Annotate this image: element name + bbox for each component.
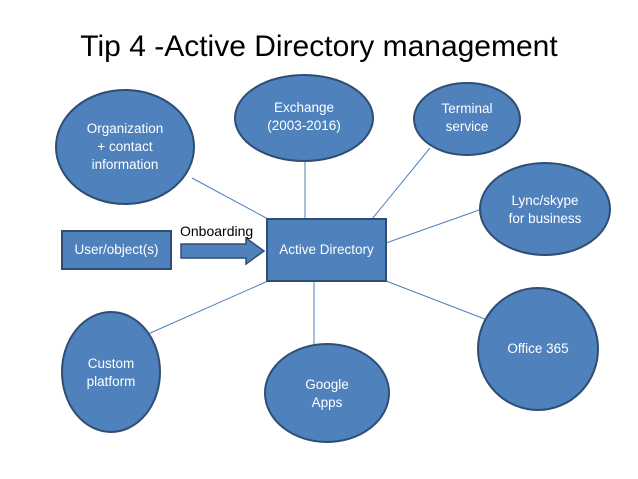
connector-organization — [191, 177, 269, 220]
source-box — [61, 230, 172, 270]
connector-custom — [147, 280, 269, 335]
node-custom-ellipse — [61, 311, 161, 433]
connector-office365 — [385, 280, 491, 322]
node-organization-ellipse — [55, 89, 195, 205]
slide-title: Tip 4 -Active Directory management — [80, 30, 558, 63]
node-exchange-ellipse — [234, 74, 374, 162]
connector-lync — [385, 208, 483, 244]
onboarding-arrow — [180, 236, 266, 266]
connector-terminal — [371, 147, 431, 220]
center-box — [266, 218, 387, 282]
node-lync-ellipse — [479, 162, 611, 256]
onboarding-label: Onboarding — [180, 223, 254, 239]
node-office365-ellipse — [477, 287, 599, 411]
node-google-ellipse — [264, 343, 390, 443]
node-terminal-ellipse — [413, 82, 521, 156]
